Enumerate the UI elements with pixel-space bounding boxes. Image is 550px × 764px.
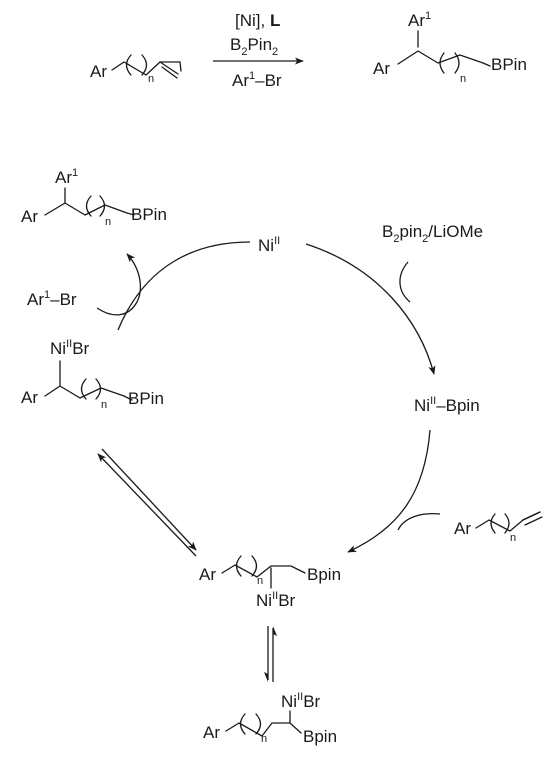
isomer-bpin: Bpin: [303, 727, 337, 746]
isomer-bracket-right: [255, 713, 262, 735]
prod-bpin: BPin: [131, 205, 167, 224]
prod-n: n: [105, 216, 111, 228]
top-product-bpin: BPin: [491, 55, 527, 74]
prod-bracket-right: [99, 195, 106, 217]
equilibrium-diagonal: [97, 448, 197, 557]
chain-walk-intermediate: NiIIBr Ar n BPin: [21, 338, 164, 411]
alkene-substrate: Ar n: [397, 511, 543, 544]
ni-bpin-label: NiII–Bpin: [414, 395, 480, 415]
alkene-n: n: [510, 532, 516, 544]
prod-chain: [44, 202, 135, 216]
prod-bracket-left: [85, 195, 92, 217]
cw-bpin: BPin: [128, 389, 164, 408]
ar1br-label: Ar1–Br: [27, 289, 77, 309]
alkene-bracket-left: [490, 513, 496, 534]
top-product-chain: [397, 50, 491, 67]
top-reactant-bracket-right: [141, 54, 148, 76]
insertion-n: n: [257, 575, 263, 587]
cw-ar-label: Ar: [21, 388, 38, 407]
top-coupling-label: Ar1–Br: [232, 70, 282, 90]
top-product-bracket-left: [439, 52, 445, 74]
eq-diagonal-down: [101, 448, 197, 551]
alkene-bracket-right: [504, 513, 510, 534]
isomer-ni-label: NiIIBr: [281, 691, 321, 711]
top-reactant-vinyl-link: [179, 61, 182, 72]
top-reagent-label: B2Pin2: [230, 35, 278, 58]
top-reactant: Ar n: [90, 54, 182, 85]
top-reactant-chain: [111, 61, 181, 76]
prod-ar1: Ar1: [55, 167, 78, 187]
isomer-bracket-left: [239, 713, 246, 735]
insertion-intermediate: Ar n Bpin NiIIBr: [199, 555, 341, 610]
ar1br-entry-product-exit-arrow: [96, 253, 141, 316]
alkene-vinyl-double: [524, 516, 543, 526]
ni-center-label: NiII: [258, 235, 280, 255]
top-catalyst-label: [Ni], L: [235, 11, 280, 30]
eq-vertical-up-head: [273, 626, 277, 636]
top-reactant-vinyl-double: [161, 66, 178, 79]
cw-bracket-left: [80, 378, 87, 400]
b2pin2-entry-arrow: [399, 261, 411, 303]
cycle-arc-right-top: [305, 243, 436, 375]
insertion-bracket-left: [235, 555, 242, 577]
alkene-vinyl: [522, 511, 541, 521]
insertion-chain: [221, 564, 306, 578]
eq-vertical-down-head: [264, 672, 268, 682]
isomer-n: n: [261, 733, 267, 745]
insertion-bracket-right: [251, 555, 258, 577]
product-out: Ar1 Ar n BPin: [21, 167, 167, 228]
isomer-ar-label: Ar: [203, 723, 220, 742]
isomer-chain: [225, 722, 302, 737]
alkene-entry-arrow: [397, 512, 441, 531]
cw-n: n: [101, 399, 107, 411]
top-reactant-n: n: [148, 73, 154, 85]
cw-bracket-right: [95, 378, 102, 400]
b2pin2-reagent-label: B2pin2/LiOMe: [382, 222, 483, 245]
top-product: Ar1 Ar n BPin: [373, 10, 527, 85]
insertion-bpin: Bpin: [307, 565, 341, 584]
top-product-bracket-right: [454, 52, 460, 74]
cw-ni-label: NiIIBr: [50, 338, 90, 358]
cw-chain: [44, 385, 133, 401]
alpha-boryl-isomer: NiIIBr Ar n Bpin: [203, 691, 337, 746]
prod-ar-label: Ar: [21, 207, 38, 226]
insertion-ar-label: Ar: [199, 565, 216, 584]
top-reactant-bracket-left: [125, 54, 132, 76]
cycle-arc-left-top: [117, 241, 251, 331]
eq-diagonal-up: [97, 453, 197, 557]
top-product-n: n: [460, 73, 466, 85]
top-product-ar: Ar: [373, 59, 390, 78]
cycle-arc-right-bottom: [347, 429, 431, 553]
top-reactant-ar-label: Ar: [90, 62, 107, 81]
alkene-ar-label: Ar: [454, 519, 471, 538]
top-product-ar1: Ar1: [408, 10, 431, 30]
insertion-ni-label: NiIIBr: [256, 590, 296, 610]
equilibrium-vertical: [264, 626, 277, 682]
top-conditions: [Ni], L B2Pin2 Ar1–Br: [213, 11, 304, 90]
top-reactant-vinyl: [159, 61, 179, 75]
